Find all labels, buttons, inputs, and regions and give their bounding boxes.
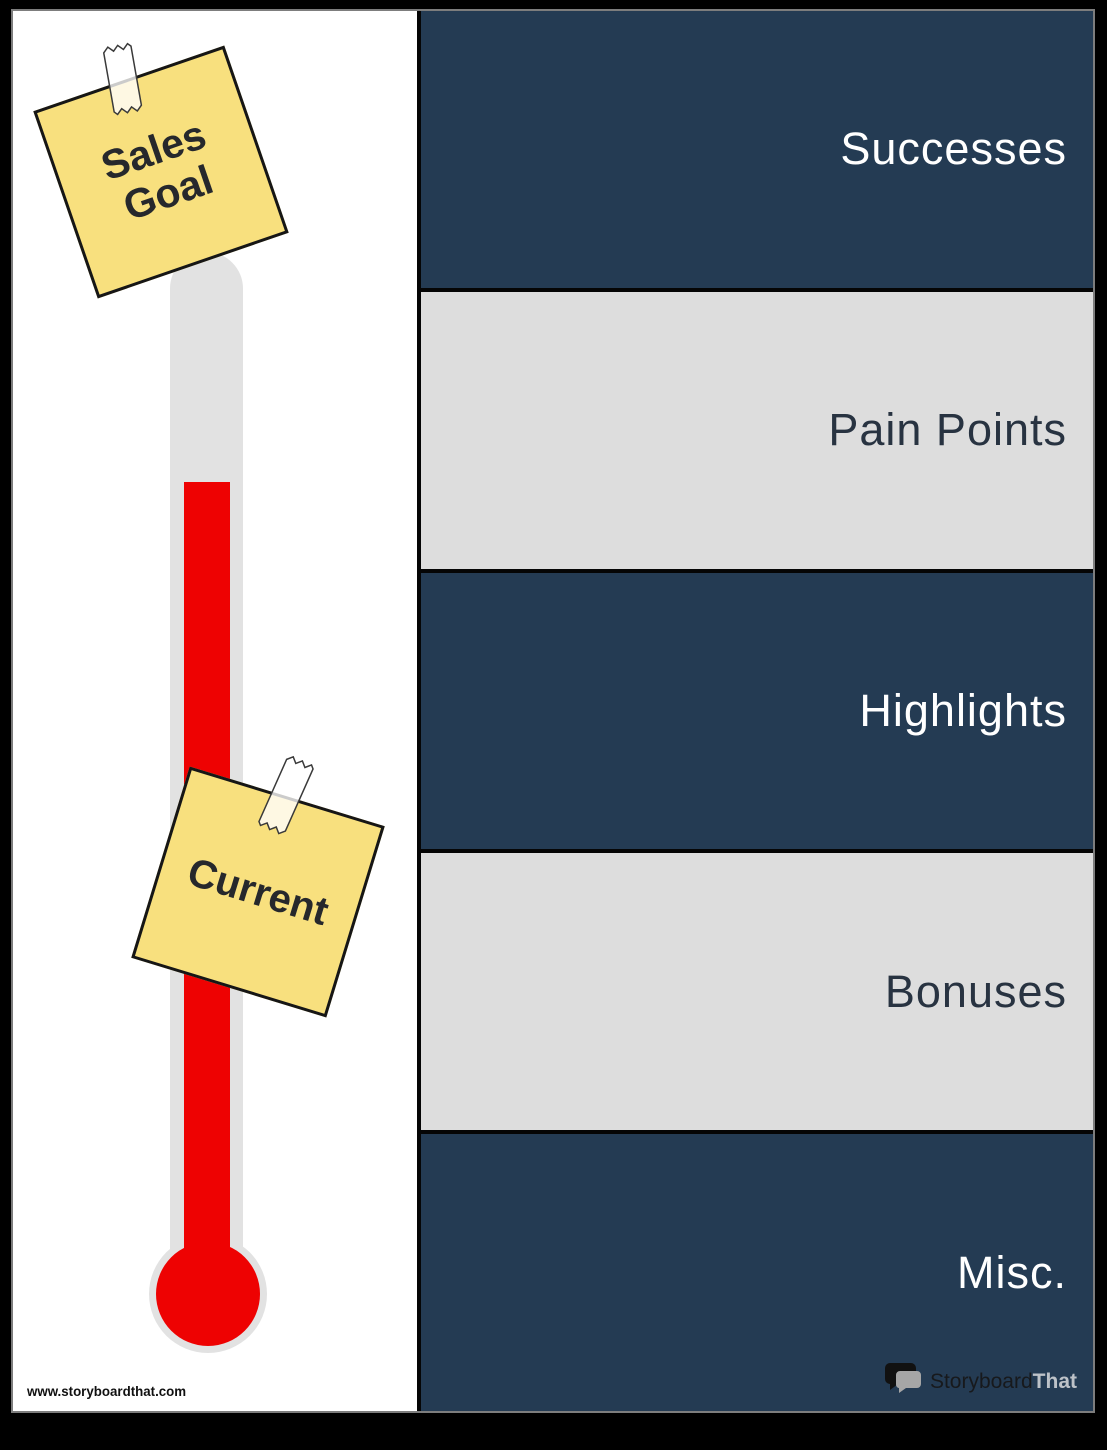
section-label: Misc. [957,1246,1067,1298]
logo-wordmark: StoryboardThat [929,1369,1077,1393]
sales-goal-note-label: Sales Goal [95,110,219,230]
section-label: Bonuses [884,965,1067,1017]
website-url: www.storyboardthat.com [27,1383,187,1399]
section-bonuses: Bonuses [421,853,1093,1131]
section-label: Successes [840,123,1067,175]
section-pain-points: Pain Points [421,291,1093,569]
storyboardthat-logo: StoryboardThat [883,1362,1077,1401]
section-label: Highlights [859,684,1067,736]
thermometer-panel: Sales Goal Current www.storyboardthat.co… [13,11,417,1411]
speech-bubbles-icon [883,1362,923,1401]
tape-icon [252,751,318,844]
section-highlights: Highlights [421,572,1093,850]
current-note-label: Current [182,849,334,934]
section-successes: Successes [421,11,1093,288]
tape-icon [99,40,146,124]
sections-panel: Successes Pain Points Highlights Bonuses… [417,11,1093,1411]
section-label: Pain Points [828,404,1067,456]
section-misc: Misc. [421,1134,1093,1411]
worksheet-page: Sales Goal Current www.storyboardthat.co… [11,9,1095,1413]
thermometer-bulb-fill [156,1242,260,1346]
sales-goal-sticky-note: Sales Goal [33,45,289,299]
